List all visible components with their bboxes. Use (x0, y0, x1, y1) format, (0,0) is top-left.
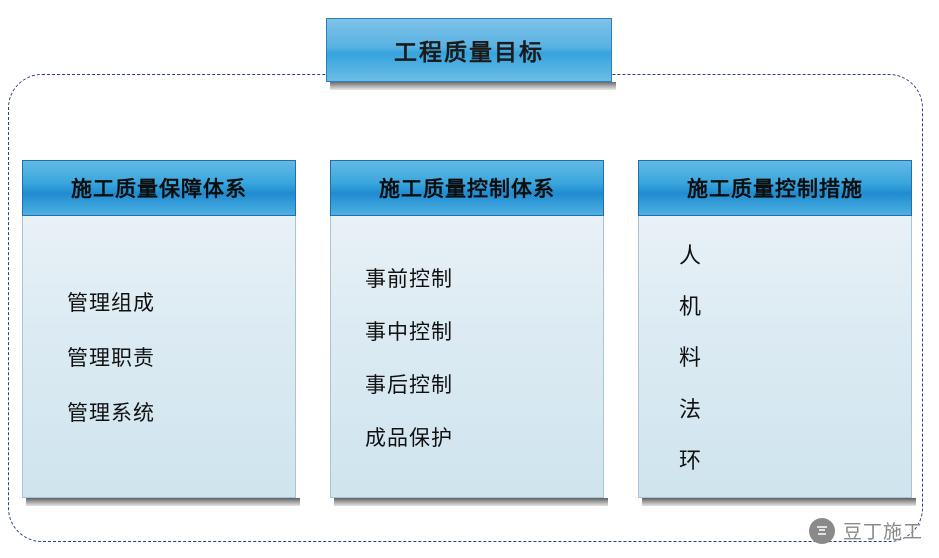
watermark-label: 豆丁施工 (842, 522, 923, 543)
list-item: 事后控制 (365, 372, 453, 397)
column-2-item-list: 事前控制 事中控制 事后控制 成品保护 (331, 230, 603, 487)
column-3-header-label: 施工质量控制措施 (687, 177, 863, 201)
column-1-header-label: 施工质量保障体系 (71, 177, 247, 201)
column-2-body: 事前控制 事中控制 事后控制 成品保护 (330, 216, 604, 498)
list-item: 事中控制 (365, 319, 453, 344)
column-3-shadow (642, 498, 916, 506)
column-3-item-list: 人 机 料 法 环 (639, 230, 911, 487)
watermark: 豆丁施工 (808, 517, 923, 544)
column-2-header: 施工质量控制体系 (330, 160, 604, 216)
column-2-header-label: 施工质量控制体系 (379, 177, 555, 201)
column-1-body: 管理组成 管理职责 管理系统 (22, 216, 296, 498)
column-3-body: 人 机 料 法 环 (638, 216, 912, 498)
list-item: 机 (679, 294, 703, 320)
list-item: 管理系统 (67, 401, 155, 425)
list-item: 事前控制 (365, 266, 453, 291)
column-1-shadow (26, 498, 300, 506)
list-item: 管理职责 (67, 346, 155, 370)
top-title-box: 工程质量目标 (326, 18, 612, 82)
list-item: 法 (679, 396, 703, 422)
list-item: 料 (679, 345, 703, 371)
column-1-header: 施工质量保障体系 (22, 160, 296, 216)
column-card-3: 施工质量控制措施 人 机 料 法 环 (638, 160, 916, 506)
column-card-1: 施工质量保障体系 管理组成 管理职责 管理系统 (22, 160, 300, 506)
column-card-2: 施工质量控制体系 事前控制 事中控制 事后控制 成品保护 (330, 160, 608, 506)
list-item: 人 (679, 242, 703, 268)
top-title-label: 工程质量目标 (394, 40, 544, 65)
watermark-logo-icon (808, 517, 835, 544)
list-item: 管理组成 (67, 291, 155, 315)
top-box-shadow (330, 82, 616, 90)
column-3-header: 施工质量控制措施 (638, 160, 912, 216)
list-item: 环 (679, 448, 703, 474)
column-2-shadow (334, 498, 608, 506)
column-1-item-list: 管理组成 管理职责 管理系统 (23, 230, 295, 487)
list-item: 成品保护 (365, 425, 453, 450)
